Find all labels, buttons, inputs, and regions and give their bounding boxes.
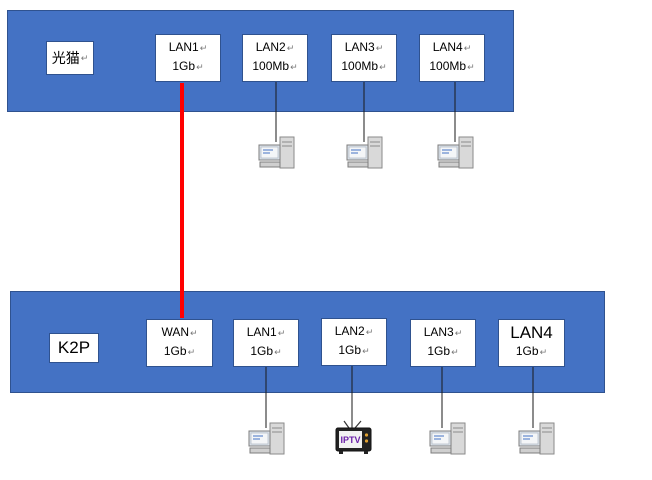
modem-label-text: 光猫 — [51, 50, 80, 66]
paragraph-mark: ↵ — [196, 62, 204, 72]
router-port-lan3: LAN3↵ 1Gb↵ — [410, 319, 476, 367]
port-name: LAN3 — [423, 325, 454, 339]
port-speed: 100Mb — [341, 59, 379, 73]
port-name: LAN3 — [344, 40, 375, 54]
paragraph-mark: ↵ — [539, 347, 548, 357]
paragraph-mark: ↵ — [365, 327, 374, 337]
paragraph-mark: ↵ — [454, 328, 463, 338]
router-port-lan4: LAN4 1Gb↵ — [498, 319, 565, 367]
port-speed: 1Gb — [338, 343, 362, 357]
port-name: LAN1 — [246, 325, 277, 339]
port-speed: 1Gb — [427, 344, 451, 358]
paragraph-mark: ↵ — [290, 62, 298, 72]
paragraph-mark: ↵ — [362, 346, 370, 356]
paragraph-mark: ↵ — [451, 347, 459, 357]
port-name: LAN4 — [432, 40, 463, 54]
port-speed: 1Gb — [163, 344, 187, 358]
paragraph-mark: ↵ — [286, 43, 295, 53]
paragraph-mark: ↵ — [375, 43, 384, 53]
port-name: WAN — [161, 325, 189, 339]
paragraph-mark: ↵ — [277, 328, 286, 338]
computer-icon — [429, 422, 466, 455]
paragraph-mark: ↵ — [187, 347, 196, 357]
port-name: LAN2 — [334, 324, 365, 338]
paragraph-mark: ↵ — [467, 62, 475, 72]
paragraph-mark: ↵ — [274, 347, 282, 357]
computer-icon — [346, 136, 383, 169]
tv-icon: IPTV — [335, 420, 372, 454]
computer-icon — [258, 136, 295, 169]
router-port-wan: WAN↵ 1Gb↵ — [146, 319, 213, 367]
port-name: LAN1 — [168, 40, 199, 54]
modem-port-lan3: LAN3↵ 100Mb↵ — [331, 34, 397, 82]
paragraph-mark: ↵ — [80, 52, 89, 63]
port-speed: 100Mb — [429, 59, 467, 73]
computer-icon — [248, 422, 285, 455]
modem-port-lan2: LAN2↵ 100Mb↵ — [242, 34, 308, 82]
port-speed: 1Gb — [172, 59, 196, 73]
port-name: LAN2 — [255, 40, 286, 54]
router-label-text: K2P — [57, 338, 91, 357]
paragraph-mark: ↵ — [463, 43, 472, 53]
paragraph-mark: ↵ — [379, 62, 387, 72]
port-speed: 1Gb — [250, 344, 274, 358]
port-speed: 100Mb — [252, 59, 290, 73]
port-speed: 1Gb — [515, 344, 539, 358]
router-port-lan1: LAN1↵ 1Gb↵ — [233, 319, 299, 367]
iptv-label: IPTV — [340, 435, 360, 445]
router-label: K2P — [49, 333, 99, 363]
computer-icon — [437, 136, 474, 169]
computer-icon — [518, 422, 555, 455]
modem-port-lan1: LAN1↵ 1Gb↵ — [155, 34, 221, 82]
paragraph-mark: ↵ — [199, 43, 208, 53]
router-port-lan2: LAN2↵ 1Gb↵ — [321, 318, 387, 366]
modem-port-lan4: LAN4↵ 100Mb↵ — [419, 34, 485, 82]
port-name: LAN4 — [510, 323, 553, 342]
modem-label: 光猫↵ — [46, 41, 94, 75]
paragraph-mark: ↵ — [190, 328, 198, 338]
